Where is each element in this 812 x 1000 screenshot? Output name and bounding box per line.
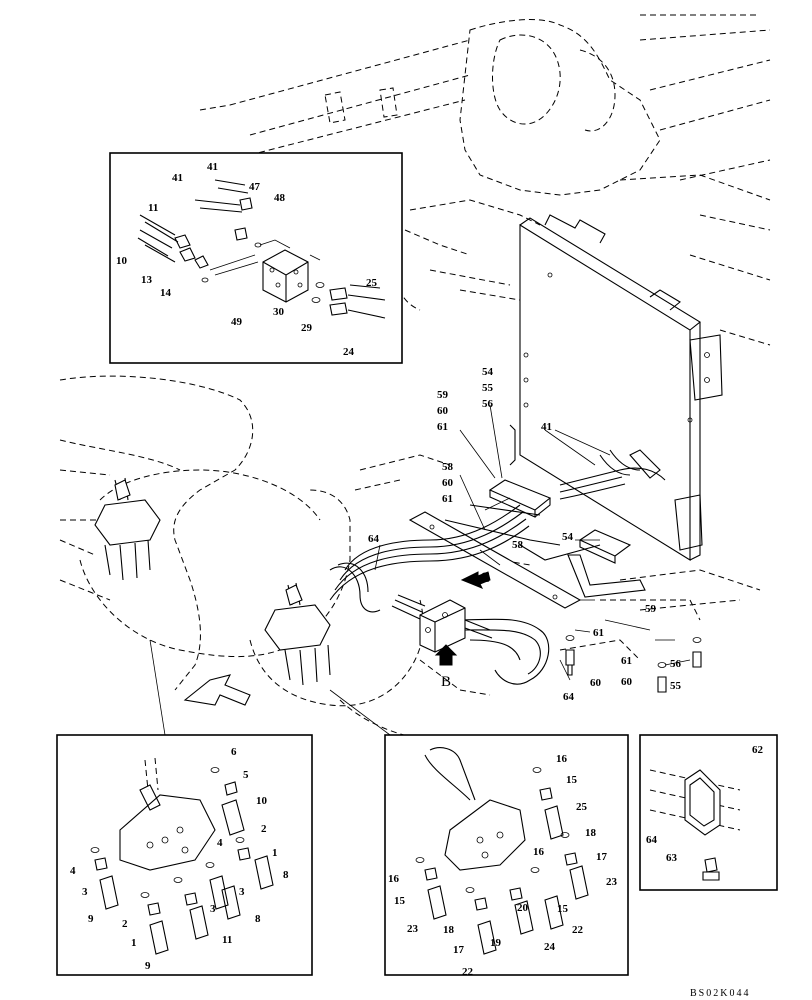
callout: 41 [172,172,183,184]
callout: 9 [145,960,151,972]
hoses [329,449,666,685]
callout: 55 [670,680,682,692]
callout: 41 [541,421,552,433]
callout: 8 [255,913,261,925]
callout: 61 [437,421,448,433]
callout: 14 [160,287,172,299]
view-c-arrow [460,571,491,589]
inset-left-drawing [90,757,274,955]
callout: 58 [442,461,454,473]
callout: 47 [249,181,261,193]
callout: 29 [301,322,313,334]
mounting-plate [509,214,723,561]
callout: 48 [274,192,286,204]
callout: 64 [646,834,658,846]
callout: 17 [453,944,465,956]
callout: 16 [533,846,545,858]
callout: 64 [368,533,380,545]
callout: 11 [148,202,158,214]
callout: 10 [116,255,128,267]
callout: 60 [621,676,633,688]
callout: 19 [490,937,502,949]
callout: 23 [407,923,419,935]
joystick-right-main [264,582,331,686]
callout: 23 [606,876,618,888]
view-label-b: B [441,674,451,690]
callout: 54 [562,531,574,543]
callout: 56 [670,658,682,670]
callout: 6 [231,746,237,758]
callout: 64 [563,691,575,703]
callout: 16 [556,753,568,765]
callout: 18 [443,924,455,936]
callout: 24 [343,346,355,358]
callout: 2 [122,918,128,930]
inset-left-callouts: 6 5 10 2 4 1 8 4 3 3 9 2 3 8 1 11 9 [70,746,289,972]
callout: 16 [388,873,400,885]
callout: 4 [70,865,76,877]
machine-outline-dashed [59,14,771,741]
callout: 60 [590,677,602,689]
callout: 5 [243,769,249,781]
callout: 9 [88,913,94,925]
callout: 13 [141,274,153,286]
inset-right-drawing [415,747,589,955]
callout: 3 [210,903,216,915]
callout: 54 [482,366,494,378]
view-b-arrow [434,644,458,666]
callout: 15 [566,774,578,786]
brackets [408,479,646,609]
callout: 24 [544,941,556,953]
callout: 17 [596,851,608,863]
callout: 49 [231,316,243,328]
callout: 10 [256,795,268,807]
callout: 2 [261,823,267,835]
main-callouts: 54 55 56 59 60 61 41 58 60 61 64 58 54 5… [368,366,682,703]
callout: 8 [283,869,289,881]
callout: 62 [752,744,764,756]
callout: 58 [512,539,524,551]
callout: 60 [437,405,449,417]
callout: 22 [572,924,584,936]
callout: 4 [217,837,223,849]
callout: 59 [437,389,449,401]
callout: 15 [557,903,569,915]
callout: 61 [621,655,632,667]
callout: 22 [462,966,474,978]
callout: 56 [482,398,494,410]
leader-lines-main [149,404,691,736]
callout: 20 [517,902,529,914]
inset-right-callouts: 16 15 25 18 16 17 16 15 20 15 23 23 18 2… [388,753,618,978]
inset-top-frame [109,152,403,364]
callout: 1 [131,937,137,949]
joystick-left-main [94,477,161,581]
callout: 30 [273,306,285,318]
callout: 11 [222,934,232,946]
inset-top-drawing [137,179,386,319]
callout: 3 [239,886,245,898]
inset-small-drawing [649,769,741,881]
valve-block [391,594,493,653]
drawing-code: BS02K044 [690,988,750,999]
callout: 59 [645,603,657,615]
callout: 61 [593,627,604,639]
callout: 25 [576,801,588,813]
inset-small-callouts: 62 64 63 [646,744,764,864]
callout: 41 [207,161,218,173]
callout: 61 [442,493,453,505]
view-label-c: C [480,570,490,586]
callout: 25 [366,277,378,289]
fasteners-main [565,635,702,693]
front-direction-arrow [183,674,251,706]
callout: 63 [666,852,678,864]
callout: 55 [482,382,494,394]
callout: 3 [82,886,88,898]
callout: 15 [394,895,406,907]
inset-top-callouts: 41 41 47 48 11 10 13 14 25 30 29 49 24 [116,161,378,358]
callout: 1 [272,847,278,859]
callout: 18 [585,827,597,839]
callout: 60 [442,477,454,489]
